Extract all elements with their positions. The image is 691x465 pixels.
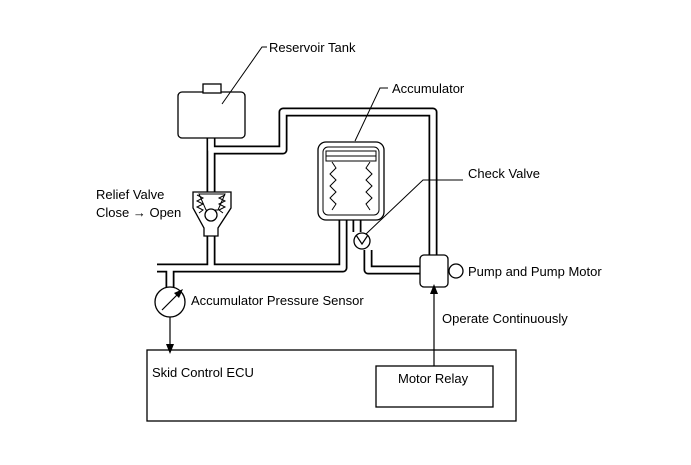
check-valve [353, 232, 371, 250]
leader-lines [221, 46, 463, 235]
label-relief-valve-state: Close → Open [96, 205, 182, 220]
pressure-sensor [154, 286, 186, 318]
relief-valve [192, 191, 232, 237]
reservoir-tank [177, 83, 246, 139]
label-reservoir-tank: Reservoir Tank [269, 40, 356, 55]
motor-relay-box [375, 365, 494, 408]
label-operate-continuously: Operate Continuously [442, 311, 568, 326]
label-check-valve: Check Valve [468, 166, 541, 181]
accumulator [317, 141, 385, 221]
label-relief-valve: Relief Valve [96, 187, 165, 202]
label-pressure-sensor: Accumulator Pressure Sensor [191, 293, 364, 308]
label-motor-relay: Motor Relay [398, 371, 469, 386]
label-pump-and-motor: Pump and Pump Motor [468, 264, 602, 279]
pump-and-motor [419, 254, 464, 288]
label-accumulator: Accumulator [392, 81, 465, 96]
label-skid-control-ecu: Skid Control ECU [152, 365, 254, 380]
